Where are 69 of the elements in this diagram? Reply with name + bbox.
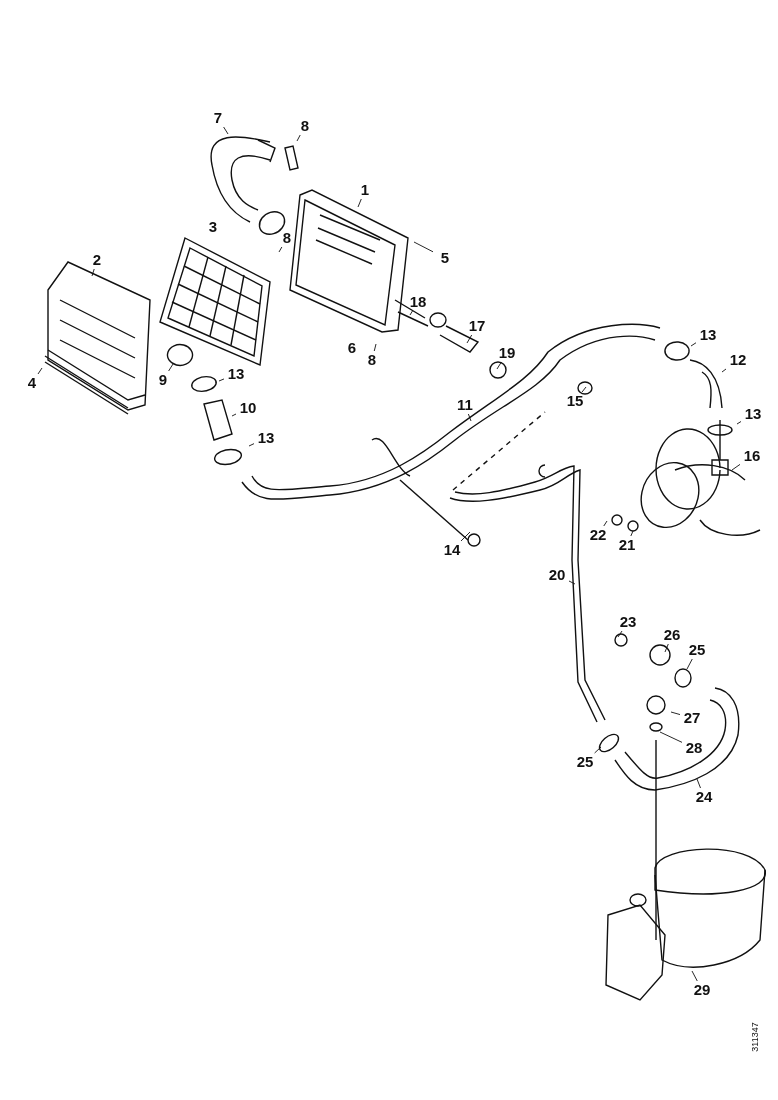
drawing-number: 311347 — [749, 1022, 760, 1052]
leader-line — [630, 530, 634, 537]
leader-line — [721, 368, 727, 373]
leader-line — [466, 334, 473, 344]
leader-line — [91, 268, 95, 277]
leader-line — [296, 134, 301, 142]
leader-line — [731, 463, 741, 471]
leader-line — [218, 378, 225, 382]
leader-line — [223, 126, 229, 135]
callout-number: 20 — [545, 566, 569, 584]
leader-line — [37, 367, 43, 375]
callout-number: 28 — [682, 739, 706, 757]
callout-number: 23 — [616, 613, 640, 631]
leader-line — [496, 361, 502, 370]
leader-line — [467, 413, 472, 422]
leader-line — [568, 580, 576, 585]
callout-number: 11 — [453, 396, 477, 414]
leader-line — [460, 531, 471, 542]
leader-line — [659, 731, 683, 743]
callout-number: 17 — [465, 317, 489, 335]
callout-number: 25 — [573, 753, 597, 771]
leader-line — [617, 630, 623, 638]
callout-number: 12 — [726, 351, 750, 369]
leader-line — [168, 363, 174, 372]
leader-line — [664, 643, 669, 653]
callout-number: 15 — [563, 392, 587, 410]
callout-number: 14 — [440, 541, 464, 559]
leader-line — [231, 413, 237, 417]
callout-number: 25 — [685, 641, 709, 659]
leader-line — [696, 778, 701, 789]
leader-line — [594, 746, 602, 754]
callout-number: 13 — [696, 326, 720, 344]
callout-number: 29 — [690, 981, 714, 999]
leader-line — [736, 421, 742, 425]
leader-line — [357, 198, 362, 208]
callout-number: 6 — [346, 339, 358, 357]
callout-number: 18 — [406, 293, 430, 311]
callout-number: 22 — [586, 526, 610, 544]
callout-number: 8 — [360, 351, 384, 369]
leader-line — [670, 711, 681, 716]
leader-line — [278, 246, 283, 253]
callout-number: 1 — [353, 181, 377, 199]
leader-line — [413, 241, 434, 253]
leader-line — [691, 970, 698, 982]
leader-line — [409, 310, 413, 316]
callout-number: 19 — [495, 344, 519, 362]
callout-number: 8 — [275, 229, 299, 247]
leader-line — [581, 386, 587, 393]
leader-line — [686, 658, 693, 670]
leader-line — [248, 443, 255, 447]
leader-line — [603, 520, 608, 527]
callout-number: 9 — [151, 371, 175, 389]
callout-number: 27 — [680, 709, 704, 727]
callout-number: 21 — [615, 536, 639, 554]
callout-number: 13 — [254, 429, 278, 447]
callout-number: 10 — [236, 399, 260, 417]
leader-line — [690, 342, 697, 347]
callout-number: 5 — [433, 249, 457, 267]
callout-number: 2 — [85, 251, 109, 269]
callout-number: 24 — [692, 788, 716, 806]
leader-line — [373, 343, 377, 352]
callout-number: 13 — [741, 405, 765, 423]
callout-number: 8 — [293, 117, 317, 135]
callout-number: 4 — [20, 374, 44, 392]
callout-number: 16 — [740, 447, 764, 465]
callout-number: 26 — [660, 626, 684, 644]
callout-number: 13 — [224, 365, 248, 383]
callout-number: 7 — [206, 109, 230, 127]
callout-number: 3 — [207, 218, 219, 236]
